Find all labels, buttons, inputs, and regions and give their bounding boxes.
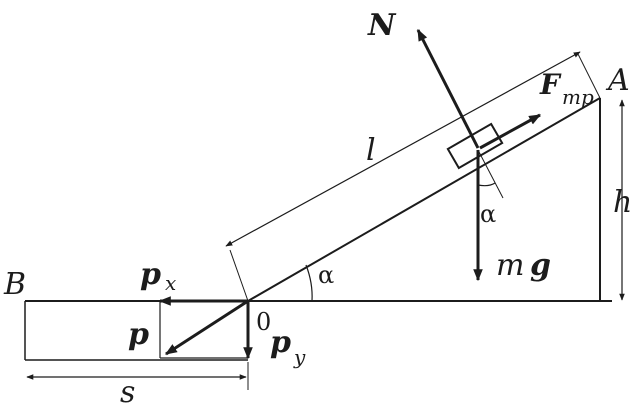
length-extension-top	[577, 53, 601, 99]
momentum-arrow	[164, 299, 249, 356]
sliding-block	[446, 122, 504, 170]
label-friction: F	[539, 68, 562, 101]
label-alpha-base: α	[318, 261, 334, 289]
label-point-b: B	[3, 267, 26, 302]
normal-force-arrow	[416, 28, 480, 149]
label-friction-sub: тр	[562, 85, 594, 109]
perpendicular-helper-line	[477, 149, 504, 199]
label-py-sub: y	[293, 345, 306, 369]
label-alpha-block: α	[480, 200, 496, 228]
label-py: p	[270, 325, 291, 360]
label-px: p	[140, 257, 161, 292]
base-angle-arc	[305, 264, 313, 302]
label-mg-g: g	[530, 248, 551, 283]
label-length: l	[366, 133, 376, 168]
label-normal: N	[367, 8, 397, 43]
label-px-sub: x	[165, 271, 176, 295]
length-extension-bottom	[229, 249, 249, 302]
label-origin: 0	[256, 308, 271, 336]
label-height: h	[613, 185, 632, 220]
label-distance: s	[120, 375, 135, 410]
friction-force-arrow	[479, 113, 542, 150]
label-p: p	[128, 317, 149, 352]
label-point-a: A	[605, 63, 630, 98]
length-dimension-arrow	[225, 51, 581, 247]
block-angle-arc	[477, 182, 496, 187]
label-mg-m: m	[496, 248, 524, 283]
